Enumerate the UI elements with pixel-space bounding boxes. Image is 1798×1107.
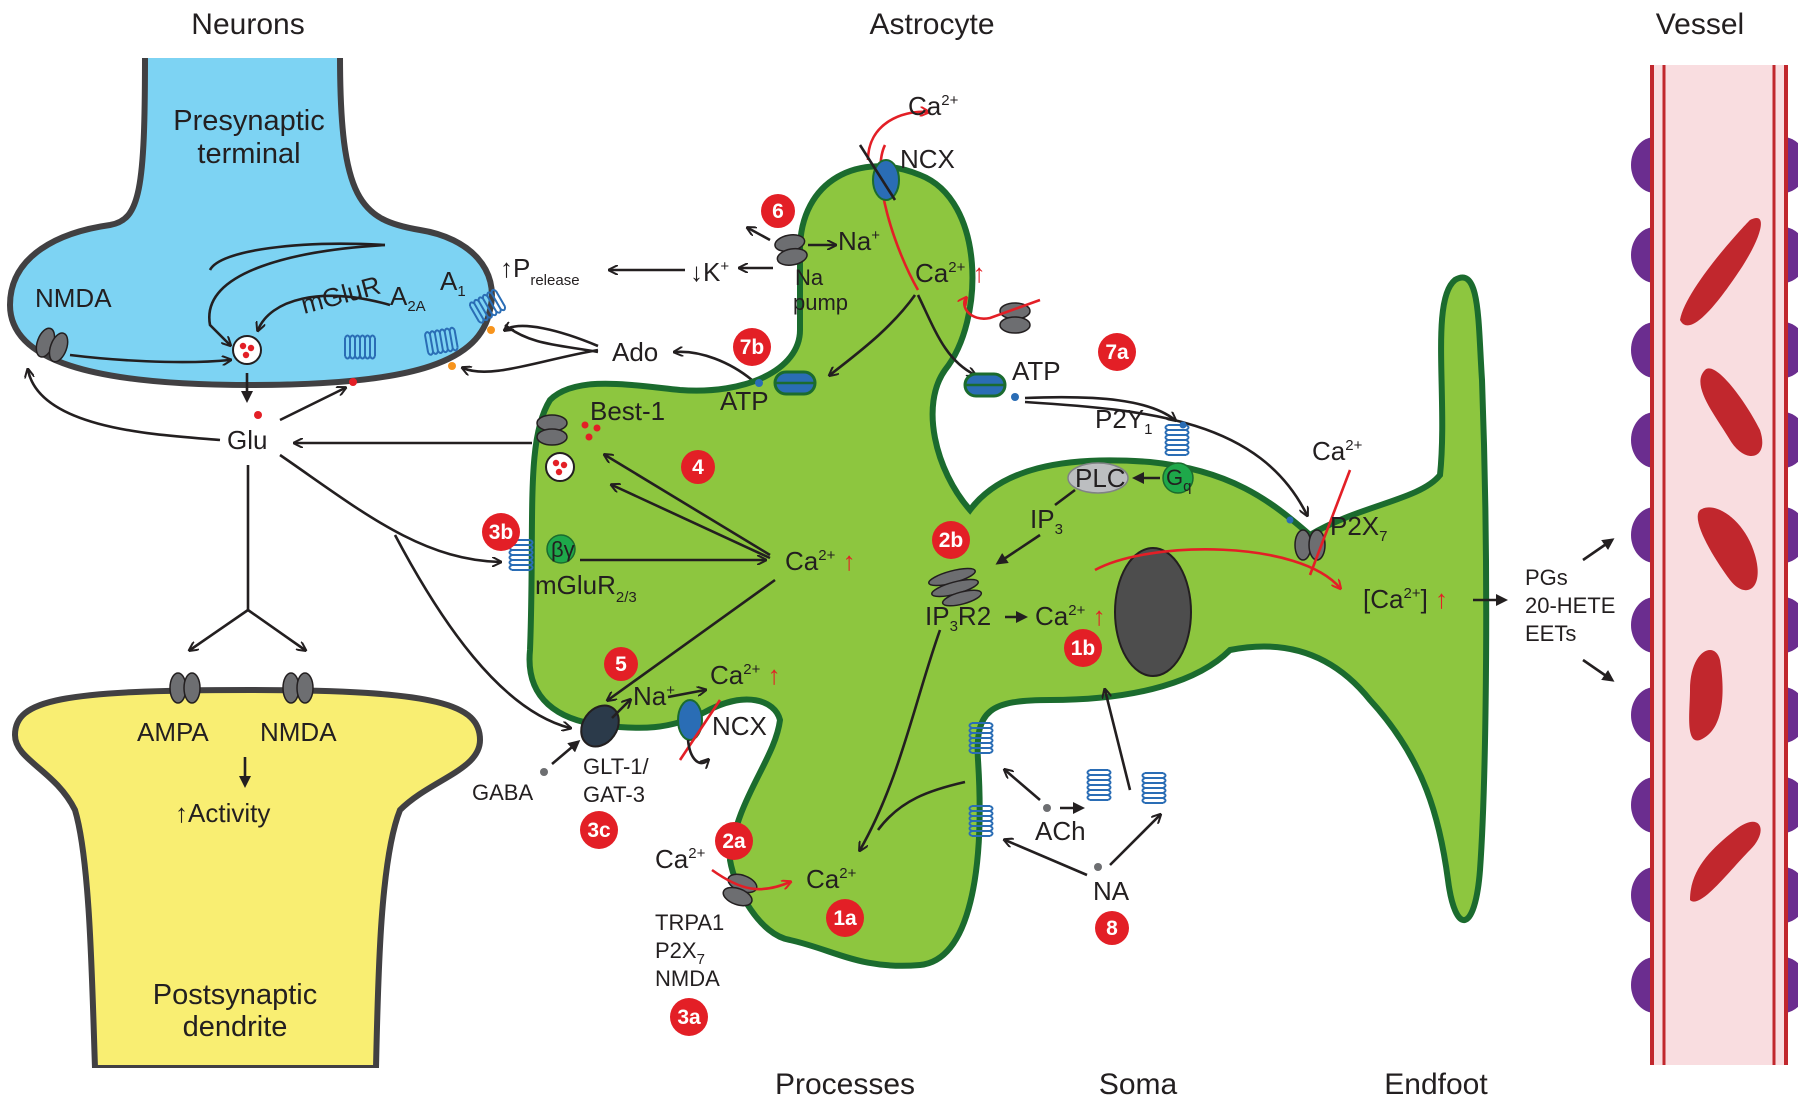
atp-pore-right-icon [965, 374, 1005, 396]
ncx-top-label: NCX [900, 144, 955, 174]
atp-right-label: ATP [1012, 356, 1061, 386]
glu-to-mglur-arrow [280, 388, 345, 420]
badge-2b: 2b [939, 529, 964, 552]
na-pump-label-2: pump [793, 290, 848, 315]
badge-3c: 3c [587, 819, 611, 842]
atp-left-label: ATP [720, 386, 769, 416]
glu-label: Glu [227, 425, 267, 455]
gaba-to-glt1-arrow [552, 742, 578, 764]
presynaptic-label: Presynaptic [173, 105, 325, 137]
header-endfoot: Endfoot [1384, 1068, 1488, 1101]
header-vessel: Vessel [1656, 8, 1744, 41]
header-neurons: Neurons [191, 8, 304, 41]
ncx-lower-label: NCX [712, 711, 767, 741]
ach-to-receptor-top-arrow [1005, 770, 1040, 800]
output-20hete: 20-HETE [1525, 593, 1615, 618]
badge-7b: 7b [740, 336, 765, 359]
badge-8: 8 [1106, 917, 1118, 940]
header-processes: Processes [775, 1068, 915, 1101]
soma-receptor-left-icon [1088, 770, 1111, 800]
output-pgs: PGs [1525, 565, 1568, 590]
ampa-label: AMPA [137, 717, 209, 747]
na-neuro-label: NA [1093, 876, 1130, 906]
trpa1-label: TRPA1 [655, 910, 724, 935]
p2x7-label: P2X7 [1330, 511, 1388, 545]
activity-label: ↑Activity [175, 798, 270, 828]
outputs-down-arrow [1583, 660, 1612, 680]
glu-to-mglur23-arrow [280, 455, 500, 562]
nmda-list-label: NMDA [655, 966, 720, 991]
ca-top-right-label: Ca2+ [1312, 436, 1363, 466]
soma-receptor-right-icon [1143, 773, 1166, 803]
badge-5: 5 [615, 653, 627, 676]
p2y1-label: P2Y1 [1095, 404, 1153, 438]
presynaptic-label-2: terminal [197, 138, 300, 170]
p2x7-list-label: P2X7 [655, 938, 705, 968]
ncx-top-icon [873, 160, 899, 200]
bg-label: βγ [551, 537, 575, 562]
atp-pore-left-icon [775, 372, 815, 394]
k-label: ↓K+ [690, 257, 729, 287]
glu-to-ampa-arrow [190, 610, 248, 650]
badge-6: 6 [772, 200, 784, 223]
ca-lowerleft-out-label: Ca2+ [655, 844, 706, 874]
badge-3a: 3a [677, 1006, 701, 1029]
na-to-soma-receptor-arrow [1110, 815, 1160, 865]
postsynaptic-label: Postsynaptic [153, 979, 317, 1011]
astrocyte-nucleus [1115, 548, 1191, 676]
mglur-pre-receptor-icon [345, 336, 375, 359]
gat3-label: GAT-3 [583, 782, 645, 807]
header-astrocyte: Astrocyte [869, 8, 994, 41]
best1-label: Best-1 [590, 396, 665, 426]
nmda-pre-label: NMDA [35, 283, 112, 313]
badge-7a: 7a [1105, 341, 1129, 364]
header-soma: Soma [1099, 1068, 1178, 1101]
nmda-post-label: NMDA [260, 717, 337, 747]
ach-receptor-bottom-icon [970, 806, 993, 836]
p2y1-receptor-icon [1166, 425, 1189, 455]
glt1-label: GLT-1/ [583, 754, 650, 779]
badge-1b: 1b [1071, 637, 1096, 660]
badge-3b: 3b [489, 521, 514, 544]
output-eets: EETs [1525, 621, 1576, 646]
ip3r2-label: IP3R2 [925, 601, 991, 635]
ach-receptor-top-icon [970, 723, 993, 753]
ca-top-label: Ca2+ [908, 91, 959, 121]
presynaptic-vesicle-icon [233, 336, 261, 364]
badge-2a: 2a [722, 830, 746, 853]
badge-4: 4 [692, 456, 704, 479]
astro-vesicle-icon [546, 453, 574, 481]
ach-label: ACh [1035, 816, 1086, 846]
plc-label: PLC [1075, 463, 1126, 493]
blood-vessel [1631, 65, 1798, 1065]
outputs-up-arrow [1583, 540, 1612, 560]
top-ca-channel-icon [1000, 303, 1030, 333]
ado-label: Ado [612, 337, 658, 367]
badge-1a: 1a [833, 907, 857, 930]
glu-to-nmda-post-arrow [248, 610, 305, 650]
na-pump-out-arrow [748, 228, 770, 240]
p-release-label: ↑Prelease [500, 253, 580, 289]
gaba-label: GABA [472, 780, 533, 805]
postsynaptic-label-2: dendrite [183, 1011, 288, 1043]
na-pump-label: Na [795, 265, 824, 290]
